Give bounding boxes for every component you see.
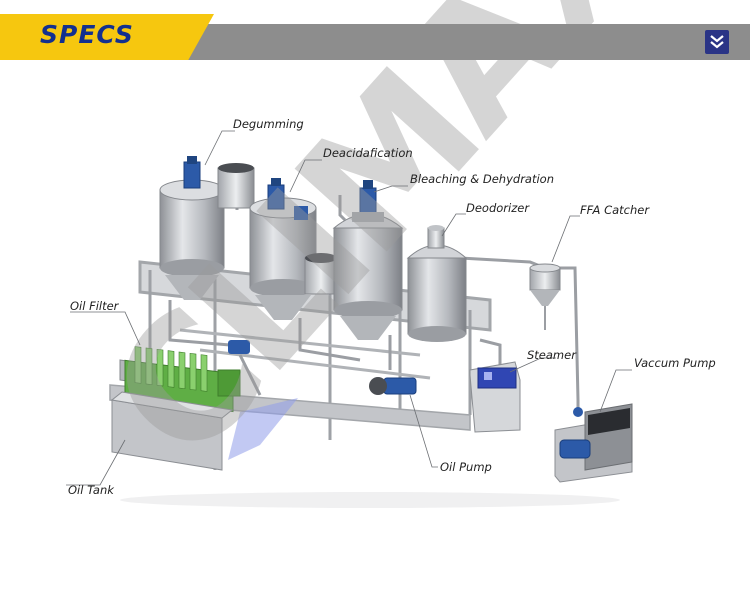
section-header: SPECS [0,14,750,60]
collapse-button[interactable] [705,30,729,54]
label-steamer: Steamer [527,348,576,362]
label-bleaching: Bleaching & Dehydration [410,172,555,186]
oil-pump [228,340,417,395]
deodorizer-tank [406,225,468,342]
section-title: SPECS [40,20,134,49]
degumming-tank [159,156,255,300]
leader-lines [66,130,632,486]
label-oil-filter: Oil Filter [70,299,119,313]
vacuum-pump-unit [554,403,633,483]
bleaching-tank [332,180,404,340]
flow-indicator [228,398,298,460]
label-degumming: Degumming [233,117,304,131]
oil-tank [110,391,234,471]
steamer [469,361,521,433]
header-accent [0,14,214,60]
label-ffa-catcher: FFA Catcher [580,203,650,217]
label-vacuum-pump: Vaccum Pump [634,356,716,370]
label-deodorizer: Deodorizer [466,201,530,215]
double-chevron-down-icon [710,35,724,49]
floor-shadow [120,492,620,508]
deacidification-tank [249,178,338,320]
label-oil-pump: Oil Pump [440,460,492,474]
label-deacidification: Deacidafication [323,146,413,160]
ffa-catcher [529,263,561,330]
label-oil-tank: Oil Tank [68,483,114,497]
